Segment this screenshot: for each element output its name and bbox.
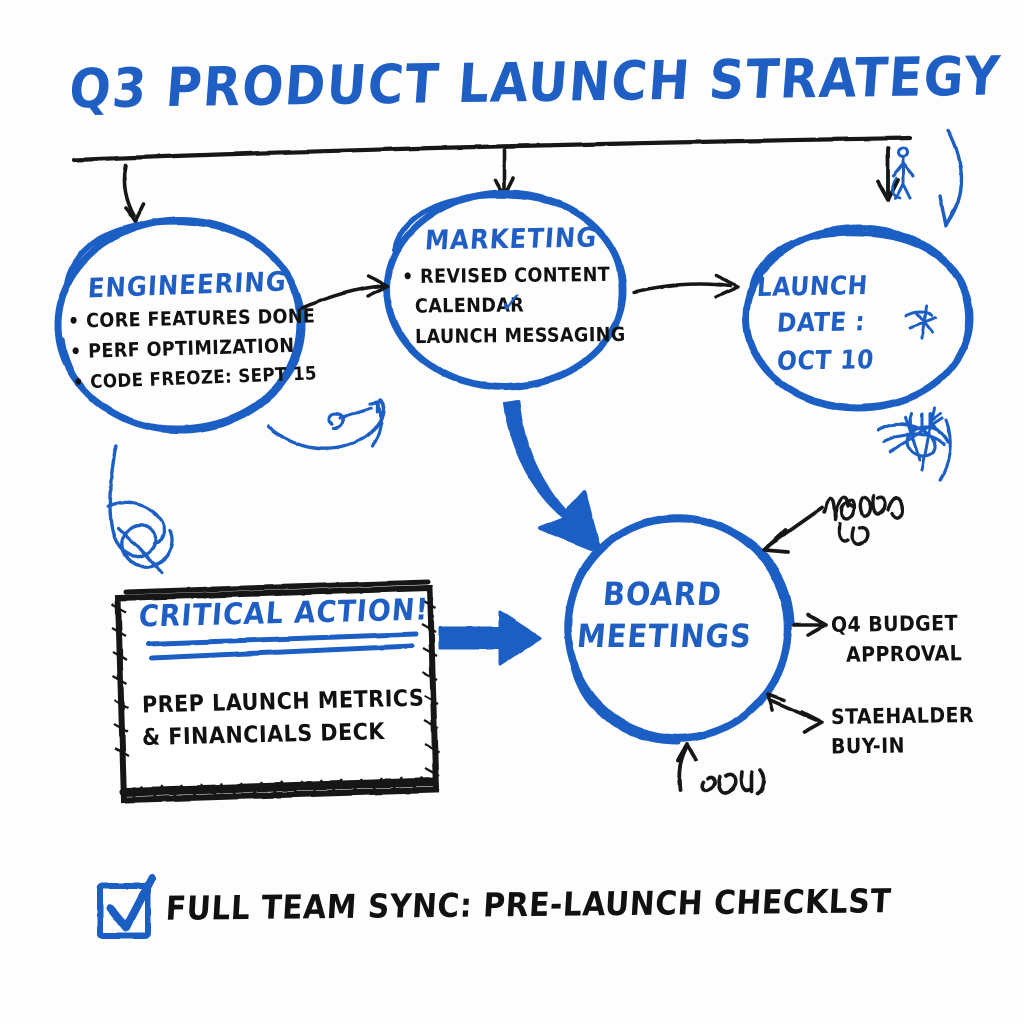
connector-marketing-to-launch-date — [632, 274, 740, 299]
scribble-annotation-bottom — [700, 768, 766, 796]
doodle-flourish-left — [106, 444, 174, 574]
outcome-2-line-1: STAEHALDER — [830, 703, 975, 729]
doodle-asterisk-launch-date — [904, 304, 938, 340]
branch-arrow-marketing — [493, 148, 515, 198]
launch-date-node-shape[interactable] — [742, 224, 974, 412]
engineering-node-shape[interactable] — [54, 216, 306, 434]
critical-action-underline — [145, 631, 419, 661]
connector-engineering-to-marketing — [300, 274, 390, 310]
branch-arrow-launch-date — [876, 146, 900, 202]
arrow-board-to-q4-budget — [792, 613, 828, 637]
board-meetings-line-2: MEETINGS — [575, 617, 754, 655]
arrow-board-to-stakeholder — [766, 692, 824, 734]
marketing-node-shape[interactable] — [383, 189, 627, 391]
doodle-curved-arrow-top-right — [938, 128, 964, 228]
launch-date-line-1: LAUNCH — [755, 271, 869, 303]
big-arrow-marketing-to-board — [503, 400, 602, 554]
doodle-stick-figure — [891, 146, 915, 200]
critical-action-line-2: & FINANCIALS DECK — [141, 719, 386, 751]
doodle-initials-mark — [908, 412, 942, 434]
scribble-annotation-top — [822, 494, 905, 546]
launch-date-line-3: OCT 10 — [775, 345, 875, 377]
doodle-star-right — [876, 406, 952, 482]
outcome-2-line-2: BUY-IN — [830, 733, 906, 759]
footer-checkbox[interactable] — [97, 874, 156, 939]
doodle-arrow-swoosh-center — [266, 398, 386, 451]
outcome-1-line-2: APPROVAL — [845, 641, 963, 667]
board-meetings-node-shape[interactable] — [564, 514, 795, 745]
marketing-bullet-3: LAUNCH MESSAGING — [414, 322, 626, 349]
arrow-annotation-to-board — [762, 506, 824, 554]
critical-action-heading: CRITICAL ACTION! — [137, 592, 431, 635]
page-title: Q3 PRODUCT LAUNCH STRATEGY — [67, 44, 1003, 121]
marketing-heading: MARKETING — [423, 222, 599, 257]
marketing-bullet-1: • REVISED CONTENT — [401, 262, 611, 289]
branch-arrow-engineering — [122, 163, 146, 224]
footer-checklist-label: FULL TEAM SYNC: PRE-LAUNCH CHECKLST — [164, 881, 893, 928]
board-meetings-line-1: BOARD — [601, 575, 724, 613]
launch-date-line-2: DATE : — [775, 307, 867, 339]
arrow-critical-action-to-board — [438, 610, 542, 666]
outcome-1-line-1: Q4 BUDGET — [830, 611, 959, 637]
checkmark-icon: ✓ — [498, 285, 525, 322]
arrow-annotation-below-board — [676, 742, 698, 792]
top-divider-line — [71, 135, 913, 163]
